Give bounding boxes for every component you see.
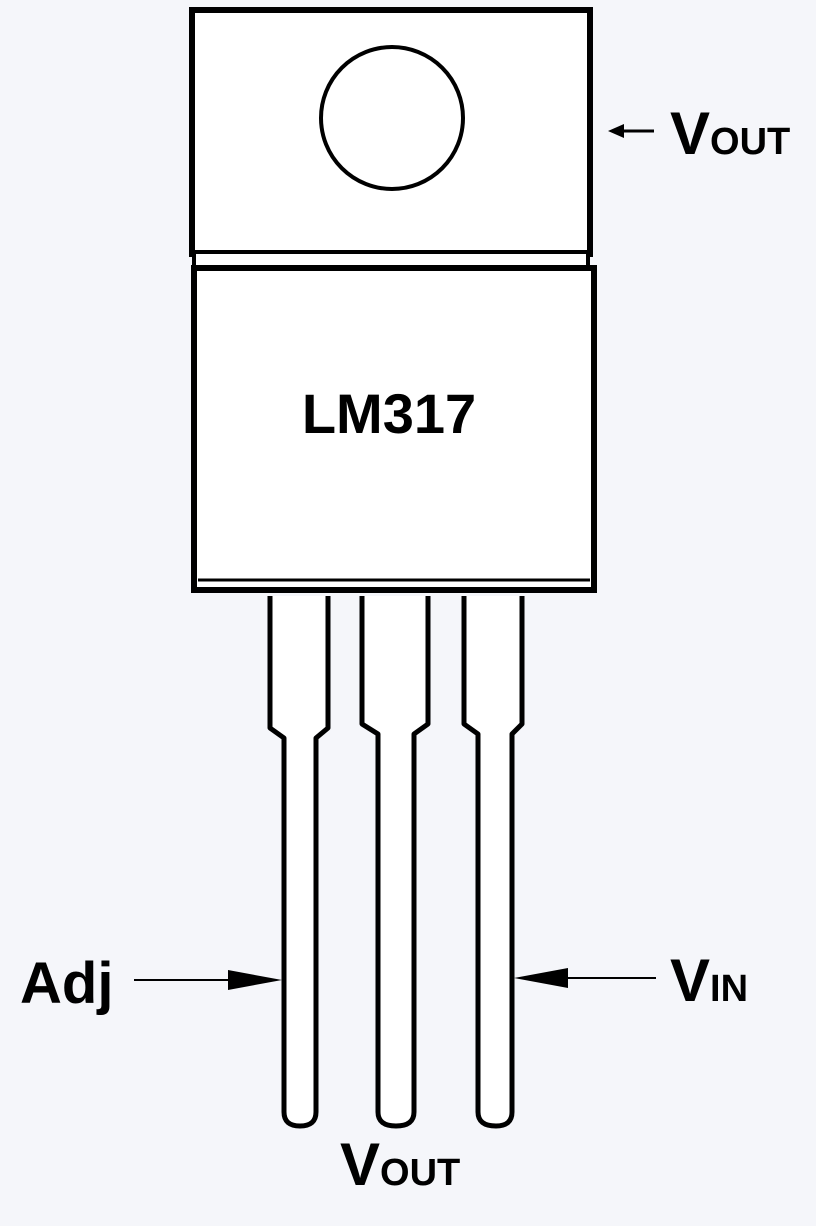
vout-pin-label: VOUT bbox=[340, 1131, 460, 1198]
lead-vout bbox=[359, 596, 431, 1129]
tab-arrow bbox=[608, 124, 654, 138]
mounting-hole bbox=[319, 45, 465, 191]
adj-arrow bbox=[134, 970, 282, 990]
lead-adj bbox=[267, 596, 331, 1129]
tab-pin-label: VOUT bbox=[670, 100, 790, 167]
vin-pin-label: VIN bbox=[670, 947, 748, 1014]
lead-vin bbox=[461, 596, 525, 1129]
adj-pin-label: Adj bbox=[20, 951, 113, 1016]
vin-arrow bbox=[514, 968, 656, 988]
package-body bbox=[191, 265, 597, 593]
part-number-label: LM317 bbox=[302, 382, 476, 445]
